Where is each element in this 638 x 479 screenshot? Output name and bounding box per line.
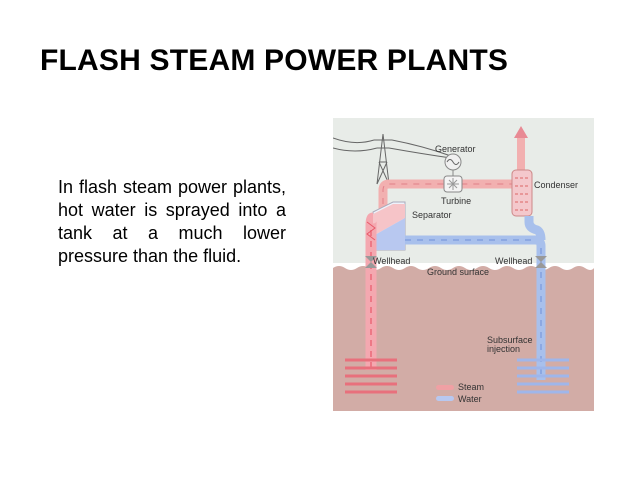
label-separator: Separator <box>412 210 452 220</box>
flash-steam-diagram: Generator Turbine Condenser Separator We… <box>333 118 594 411</box>
label-wellhead-left: Wellhead <box>373 256 410 266</box>
label-generator: Generator <box>435 144 476 154</box>
injection-zone <box>517 358 569 394</box>
label-turbine: Turbine <box>441 196 471 206</box>
label-condenser: Condenser <box>534 180 578 190</box>
steam-pipe <box>378 179 521 216</box>
legend-water-swatch <box>436 396 454 401</box>
production-well-pipe <box>365 212 378 370</box>
condenser-icon <box>511 169 533 217</box>
separator-icon <box>372 201 406 251</box>
legend-steam-label: Steam <box>458 382 484 392</box>
body-text: In flash steam power plants, hot water i… <box>58 177 286 266</box>
legend-water-label: Water <box>458 394 482 404</box>
slide-title: FLASH STEAM POWER PLANTS <box>40 44 509 77</box>
wellhead-left-icon <box>365 256 377 268</box>
legend-steam-swatch <box>436 385 454 390</box>
label-ground-surface: Ground surface <box>427 267 489 277</box>
water-return-pipe <box>405 216 546 380</box>
label-subsurface: Subsurface <box>487 335 533 345</box>
generator-icon <box>444 153 462 178</box>
label-wellhead-right: Wellhead <box>495 256 532 266</box>
production-zone <box>345 358 397 394</box>
legend: Steam Water <box>436 382 484 404</box>
label-injection: injection <box>487 344 520 354</box>
wellhead-right-icon <box>535 256 547 268</box>
exhaust-steam <box>514 126 528 170</box>
turbine-icon <box>443 175 463 193</box>
